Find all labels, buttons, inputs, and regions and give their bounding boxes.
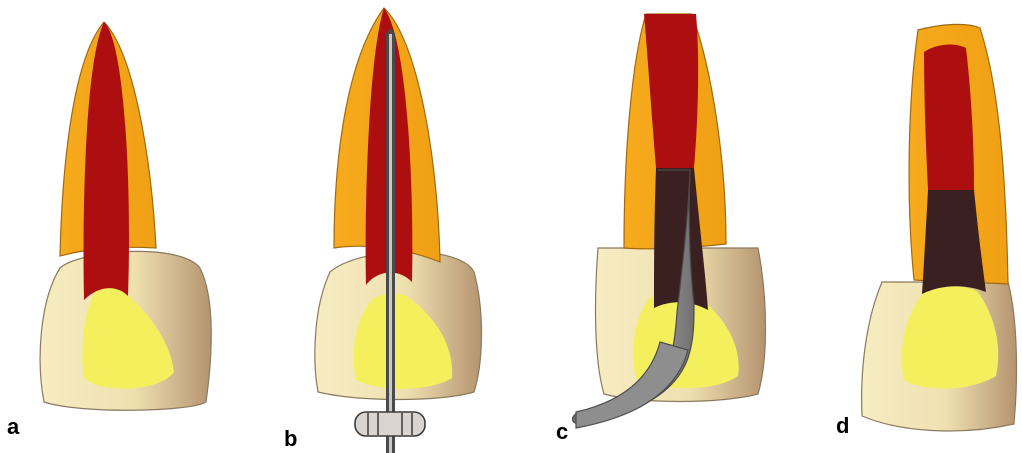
panel-label-d: d [836, 415, 849, 437]
panel-d-tooth [862, 24, 1017, 431]
panel-label-a: a [7, 416, 19, 438]
panel-label-b: b [284, 428, 297, 450]
panel-a-tooth [40, 22, 211, 410]
panel-d-pulp-canal [924, 45, 974, 190]
panel-b-tooth [315, 8, 482, 453]
panel-b-file-core [389, 33, 392, 453]
panel-label-c: c [556, 421, 568, 443]
panel-c-tooth [573, 14, 766, 428]
panel-b-rubber-stop [355, 412, 425, 436]
